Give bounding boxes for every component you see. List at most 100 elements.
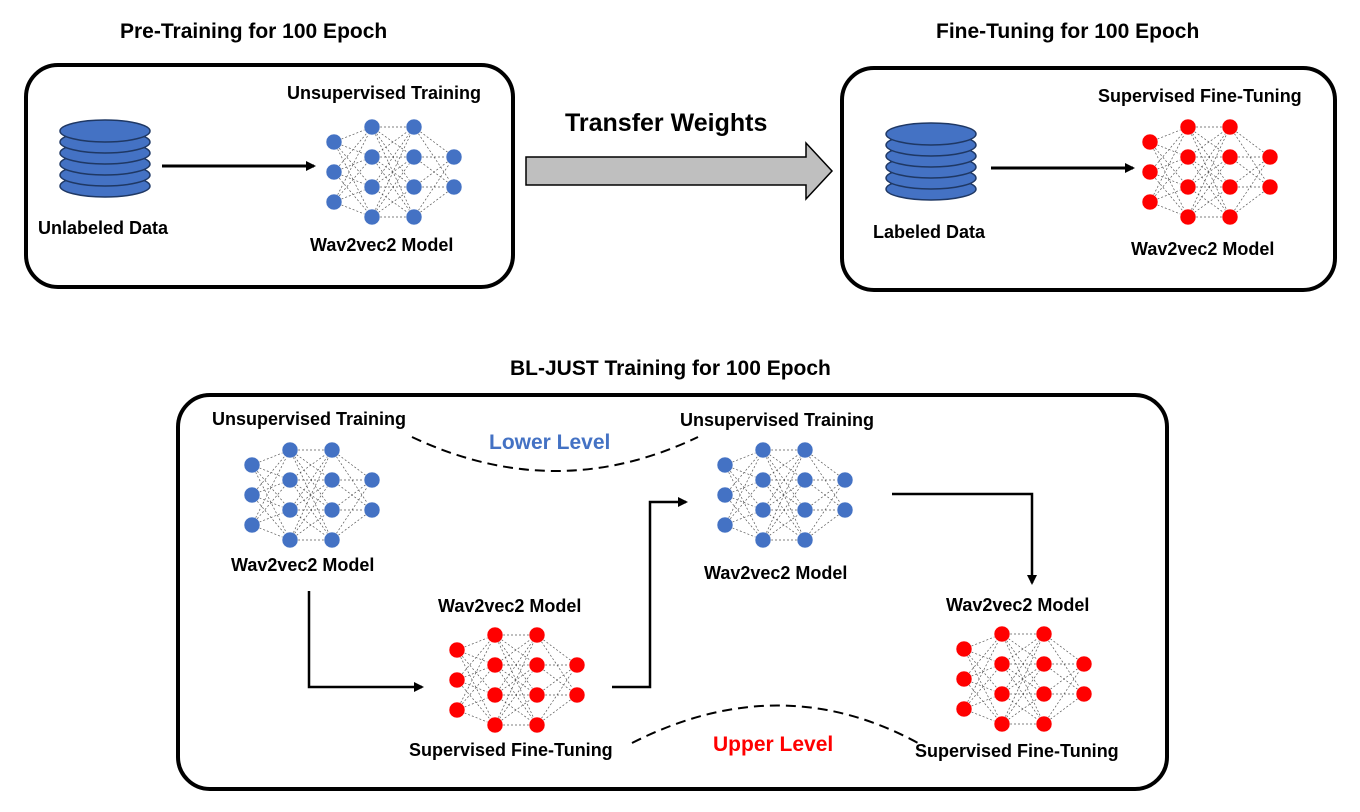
network-node	[1261, 148, 1279, 166]
network-edge	[371, 126, 415, 188]
network-edge	[963, 708, 1003, 725]
bljust-model1-label: Wav2vec2 Model	[231, 555, 375, 575]
finetuning-model-label: Wav2vec2 Model	[1131, 239, 1275, 259]
network-node	[448, 641, 466, 659]
network-edge	[1229, 186, 1271, 218]
network-edge	[1001, 693, 1045, 725]
network-edge	[456, 664, 496, 681]
bljust-unsupervised-network-2-icon	[716, 441, 854, 549]
network-node	[486, 686, 504, 704]
network-node	[836, 471, 854, 489]
labeled-database-icon	[885, 122, 977, 201]
network-node	[528, 656, 546, 674]
network-node	[448, 701, 466, 719]
network-edge	[251, 524, 291, 541]
flow-arrow-unsup2-to-sup2	[892, 492, 1037, 585]
network-node	[1035, 655, 1053, 673]
network-edge	[251, 449, 291, 466]
network-edge	[536, 664, 578, 726]
network-edge	[333, 156, 373, 173]
network-node	[1179, 148, 1197, 166]
bljust-supervised-network-2-icon	[955, 625, 1093, 733]
network-node	[363, 501, 381, 519]
finetuning-network-icon	[1141, 118, 1279, 226]
network-edge	[494, 634, 538, 696]
network-node	[323, 531, 341, 549]
network-node	[363, 178, 381, 196]
network-node	[323, 471, 341, 489]
network-node	[243, 516, 261, 534]
network-node	[405, 118, 423, 136]
network-edge	[494, 664, 538, 726]
network-edge	[331, 509, 373, 541]
network-node	[1221, 148, 1239, 166]
network-edge	[1187, 186, 1231, 218]
network-edge	[1043, 663, 1085, 725]
network-edge	[963, 663, 1003, 710]
network-edge	[1187, 126, 1231, 188]
database-disk	[59, 119, 151, 143]
network-edge	[413, 156, 455, 188]
network-node	[1179, 208, 1197, 226]
pretraining-model-label: Wav2vec2 Model	[310, 235, 454, 255]
network-node	[955, 700, 973, 718]
network-node	[1221, 118, 1239, 136]
network-edge	[371, 126, 415, 218]
network-edge	[1187, 126, 1231, 218]
network-node	[405, 178, 423, 196]
pretraining-network-icon	[325, 118, 463, 226]
network-edge	[1149, 126, 1189, 173]
network-edge	[804, 449, 846, 481]
network-edge	[333, 126, 373, 143]
network-edge	[724, 449, 764, 466]
network-edge	[804, 479, 846, 511]
network-node	[716, 486, 734, 504]
network-edge	[333, 126, 373, 173]
network-edge	[331, 479, 373, 511]
network-node	[1035, 685, 1053, 703]
network-node	[281, 441, 299, 459]
network-node	[363, 471, 381, 489]
network-edge	[724, 479, 764, 526]
unlabeled-database-icon	[59, 119, 151, 198]
network-edge	[804, 479, 846, 541]
network-node	[445, 178, 463, 196]
network-edge	[1149, 156, 1189, 173]
network-node	[1075, 655, 1093, 673]
network-edge	[413, 156, 455, 218]
network-edge	[804, 509, 846, 541]
pretraining-title: Pre-Training for 100 Epoch	[120, 20, 388, 43]
network-edge	[333, 156, 373, 203]
bljust-sup1-label: Supervised Fine-Tuning	[409, 740, 613, 760]
network-node	[445, 148, 463, 166]
network-node	[955, 670, 973, 688]
network-node	[323, 441, 341, 459]
network-node	[243, 456, 261, 474]
network-edge	[1149, 201, 1189, 218]
network-node	[754, 501, 772, 519]
network-edge	[289, 449, 333, 541]
network-node	[243, 486, 261, 504]
network-node	[796, 471, 814, 489]
network-node	[448, 671, 466, 689]
network-edge	[762, 479, 806, 541]
network-edge	[1149, 126, 1189, 143]
network-edge	[333, 201, 373, 218]
network-node	[1261, 178, 1279, 196]
network-edge	[413, 186, 455, 218]
network-node	[716, 456, 734, 474]
network-edge	[456, 709, 496, 726]
network-node	[754, 531, 772, 549]
network-edge	[1001, 663, 1045, 725]
network-node	[323, 501, 341, 519]
bljust-unsup2-label: Unsupervised Training	[680, 410, 875, 430]
unlabeled-data-label: Unlabeled Data	[38, 218, 169, 238]
network-edge	[724, 509, 764, 526]
flow-arrow-sup1-to-unsup2	[612, 497, 688, 689]
network-node	[1035, 625, 1053, 643]
network-edge	[536, 694, 578, 726]
lower-level-dashed-arc	[411, 436, 699, 472]
network-node	[993, 655, 1011, 673]
network-edge	[724, 479, 764, 496]
